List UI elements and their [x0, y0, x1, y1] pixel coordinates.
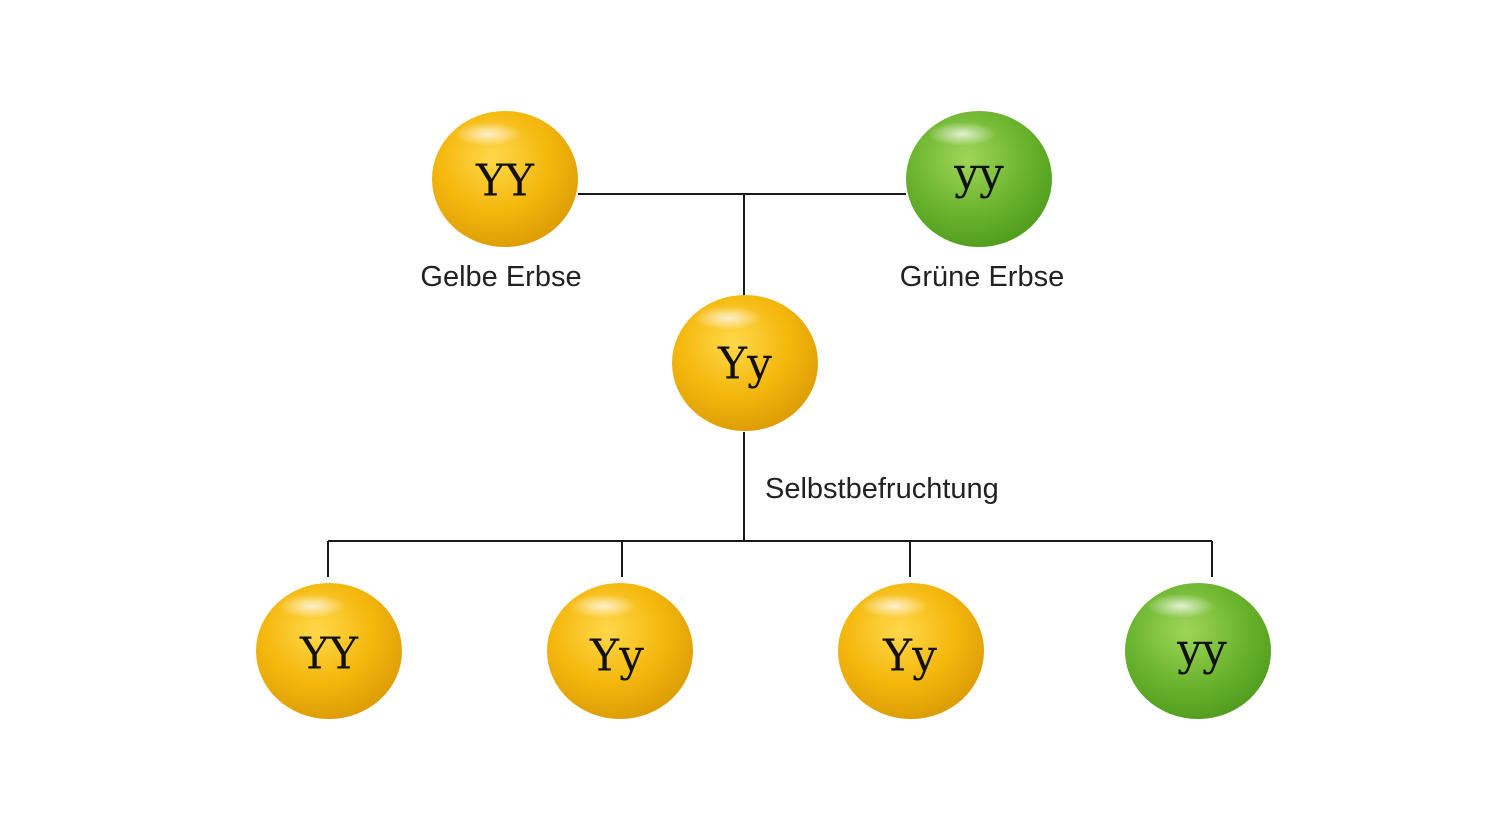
- genotype-label: yy: [1176, 625, 1227, 676]
- genotype-label: Yy: [882, 631, 937, 682]
- genotype-label: Yy: [589, 631, 644, 682]
- pea-highlight: [569, 594, 637, 618]
- pea-body: [906, 111, 1052, 247]
- pea-highlight: [928, 122, 996, 146]
- pea-body: [256, 583, 402, 719]
- pea-highlight: [860, 594, 928, 618]
- pea-f2-3: Yy: [838, 583, 984, 719]
- pea-body: [838, 583, 984, 719]
- pea-f2-4: yy: [1125, 583, 1271, 719]
- pea-highlight: [278, 594, 346, 618]
- pea-parent-yellow: YY: [432, 111, 578, 247]
- pea-highlight: [694, 306, 762, 330]
- connector-lines: [327, 193, 1213, 577]
- process-label: Selbstbefruchtung: [765, 473, 999, 505]
- pea-parent-green: yy: [906, 111, 1052, 247]
- pea-f2-1: YY: [256, 583, 402, 719]
- genotype-label: YY: [299, 629, 359, 680]
- pea-highlight: [454, 122, 522, 146]
- parent-yellow-label: Gelbe Erbse: [420, 261, 581, 293]
- pea-body: [1125, 583, 1271, 719]
- genotype-label: YY: [475, 156, 535, 207]
- pea-f2-2: Yy: [547, 583, 693, 719]
- pea-body: [672, 295, 818, 431]
- genotype-label: yy: [953, 149, 1004, 200]
- parent-green-label: Grüne Erbse: [900, 261, 1064, 293]
- pea-highlight: [1147, 594, 1215, 618]
- genotype-label: Yy: [717, 339, 772, 390]
- pea-body: [432, 111, 578, 247]
- pea-body: [547, 583, 693, 719]
- pea-f1-yellow: Yy: [672, 295, 818, 431]
